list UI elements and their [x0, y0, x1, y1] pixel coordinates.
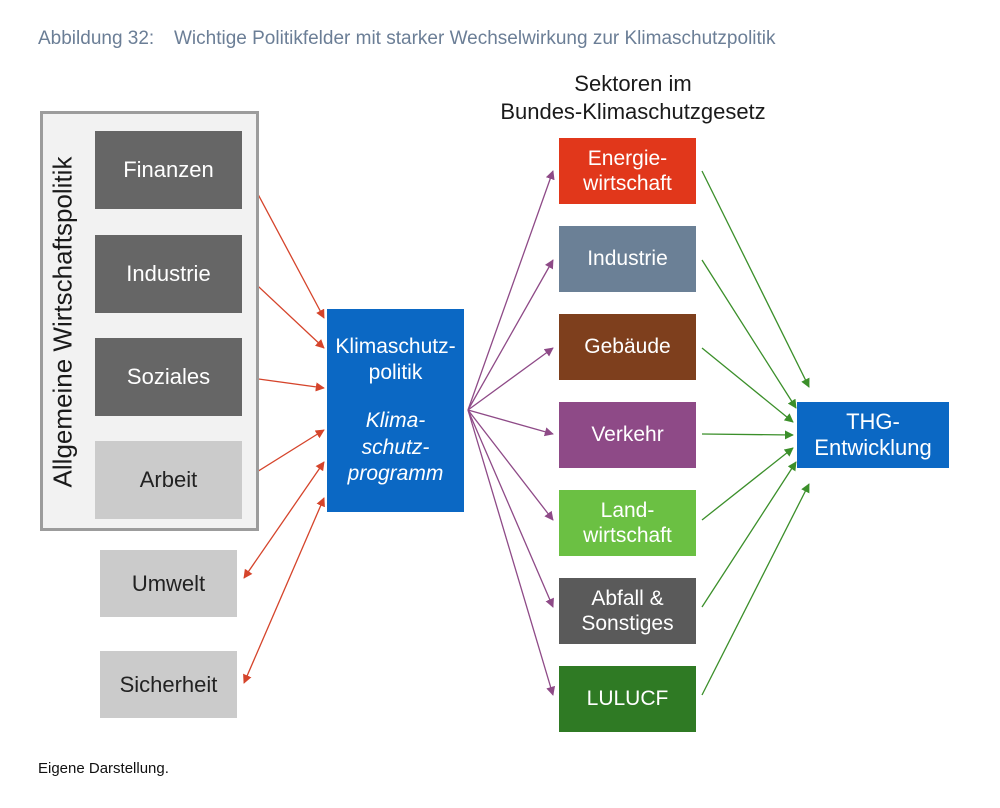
sector-arrow [467, 409, 554, 521]
source-note: Eigene Darstellung. [38, 760, 169, 777]
figure-number: Abbildung 32: [38, 28, 155, 49]
climate-policy-title: Klimaschutz- politik [335, 334, 455, 387]
sector-label-line1: Abfall & [591, 586, 664, 610]
policy-field-sicherheit: Sicherheit [100, 651, 237, 718]
climate-program-label: Klima- schutz- programm [348, 408, 444, 487]
sector-arrow [467, 409, 556, 696]
sectors-heading: Sektoren im Bundes-Klimaschutzgesetz [493, 70, 773, 125]
sector-arrow [467, 409, 554, 437]
sector-label-line2: wirtschaft [583, 524, 672, 547]
figure-title: Wichtige Politikfelder mit starker Wechs… [174, 28, 776, 49]
figure-caption: Abbildung 32: Wichtige Politikfelder mit … [38, 28, 776, 50]
climate-policy-title-line2: politik [368, 361, 423, 385]
sector-industrie: Industrie [559, 226, 696, 292]
sector-arrows [467, 170, 556, 696]
economic-policy-group-label: Allgemeine Wirtschaftspolitik [47, 156, 78, 488]
target-arrow [701, 259, 797, 409]
sector-arrow [467, 409, 554, 608]
sectors-heading-line2: Bundes-Klimaschutzgesetz [500, 98, 766, 124]
thg-label-line1: THG- [846, 408, 900, 434]
thg-label-line2: Entwicklung [814, 435, 932, 460]
policy-field-arbeit: Arbeit [95, 441, 242, 519]
sector-energiewirtschaft: Energie- wirtschaft [559, 138, 696, 204]
sector-gebaeude: Gebäude [559, 314, 696, 380]
policy-arrow [243, 497, 325, 684]
sector-landwirtschaft: Land- wirtschaft [559, 490, 696, 556]
target-arrow [701, 347, 794, 423]
sector-abfall-sonstiges: Abfall & Sonstiges [559, 578, 696, 644]
sector-arrow [467, 347, 554, 411]
sectors-heading-line1: Sektoren im [574, 71, 692, 96]
policy-field-soziales: Soziales [95, 338, 242, 416]
sector-label-line1: Gebäude [584, 335, 671, 359]
target-arrow [701, 170, 810, 388]
climate-program-line3: programm [347, 461, 444, 485]
sector-arrow [467, 259, 554, 411]
climate-policy-title-line1: Klimaschutz- [335, 334, 456, 358]
policy-field-industrie: Industrie [95, 235, 242, 313]
sector-arrow [467, 170, 555, 411]
thg-development-box: THG- Entwicklung [797, 402, 949, 468]
sector-label-line1: Industrie [587, 247, 668, 271]
climate-program-line1: Klima- [365, 409, 426, 433]
sector-verkehr: Verkehr [559, 402, 696, 468]
sector-label-line1: LULUCF [586, 687, 669, 711]
target-arrows [701, 170, 810, 696]
sector-label-line1: Land- [600, 498, 655, 522]
climate-policy-box: Klimaschutz- politik Klima- schutz- prog… [327, 309, 464, 512]
target-arrow [701, 483, 810, 696]
sector-label-line1: Verkehr [591, 423, 664, 447]
target-arrow [701, 430, 794, 440]
target-arrow [701, 447, 794, 521]
sector-label-line2: wirtschaft [583, 172, 672, 195]
sector-label-line1: Energie- [587, 146, 668, 170]
sector-lulucf: LULUCF [559, 666, 696, 732]
climate-program-line2: schutz- [361, 435, 430, 459]
policy-field-finanzen: Finanzen [95, 131, 242, 209]
policy-field-umwelt: Umwelt [100, 550, 237, 617]
target-arrow [701, 461, 797, 608]
sector-label-line2: Sonstiges [581, 612, 674, 635]
